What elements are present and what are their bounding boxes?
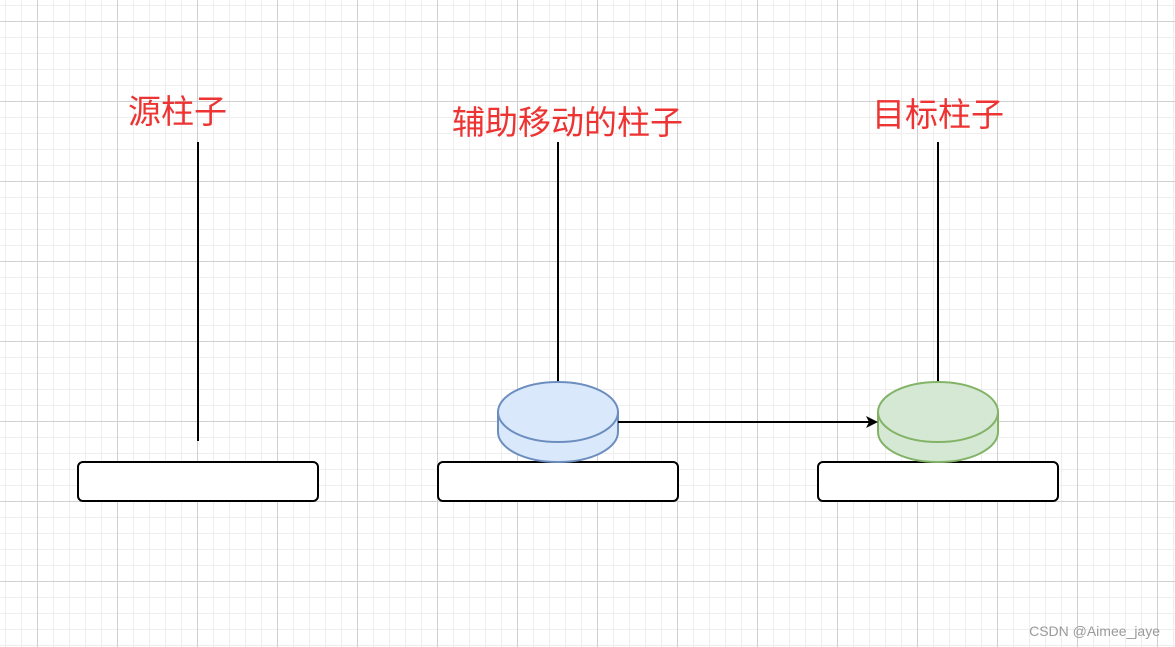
target-rod-label: 目标柱子: [872, 95, 1004, 134]
watermark: CSDN @Aimee_jaye: [1029, 623, 1160, 639]
target-base[interactable]: [817, 461, 1059, 502]
auxiliary-base[interactable]: [437, 461, 679, 502]
auxiliary-rod-label: 辅助移动的柱子: [452, 103, 683, 142]
source-rod-label: 源柱子: [128, 92, 227, 131]
source-base[interactable]: [77, 461, 319, 502]
disk-green[interactable]: [877, 381, 999, 463]
disk-blue[interactable]: [497, 381, 619, 463]
